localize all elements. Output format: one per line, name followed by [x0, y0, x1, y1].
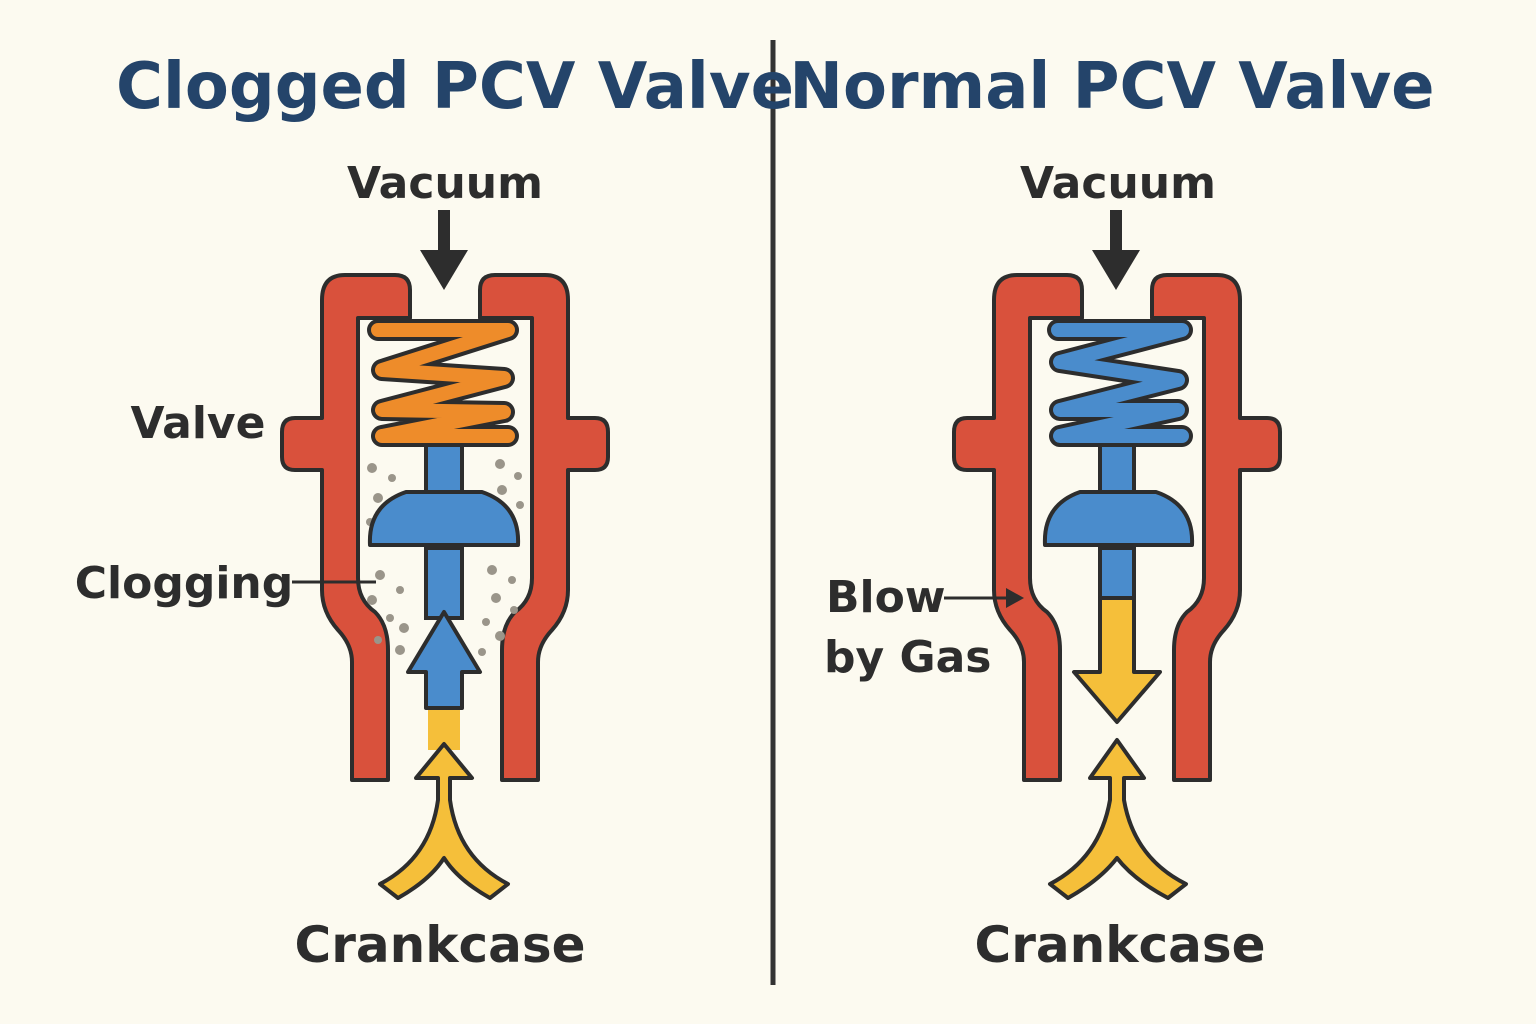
left-crankcase-label: Crankcase — [295, 916, 586, 974]
valve-plunger — [1042, 438, 1195, 602]
blowby-leader-arrowhead — [1006, 588, 1024, 608]
left-vacuum-label: Vacuum — [347, 158, 543, 209]
split-flow-icon — [378, 742, 510, 900]
up-arrow-icon — [406, 610, 482, 710]
left-valve-label: Valve — [131, 398, 266, 449]
down-arrow-icon — [420, 210, 468, 290]
valve-housing-left — [952, 273, 1084, 782]
spring-icon — [367, 319, 519, 447]
right-panel: Normal PCV Valve Vacuum Blow by Gas — [789, 50, 1434, 974]
valve-plunger — [367, 438, 521, 620]
right-crankcase-label: Crankcase — [975, 916, 1266, 974]
valve-housing-right — [478, 273, 610, 782]
down-arrow-icon — [1092, 210, 1140, 290]
valve-housing-right — [1150, 273, 1282, 782]
left-title: Clogged PCV Valve — [116, 50, 794, 124]
left-panel: Clogged PCV Valve Vacuum — [75, 50, 794, 974]
right-vacuum-label: Vacuum — [1020, 158, 1216, 209]
blowby-label-line2: by Gas — [824, 632, 992, 683]
left-clogging-label: Clogging — [75, 558, 294, 609]
spring-icon — [1047, 319, 1193, 447]
valve-housing-left — [280, 273, 412, 782]
right-title: Normal PCV Valve — [789, 50, 1434, 124]
blowby-label-line1: Blow — [826, 572, 946, 623]
down-arrow-icon — [1072, 596, 1162, 724]
up-arrow-icon — [1048, 738, 1188, 900]
